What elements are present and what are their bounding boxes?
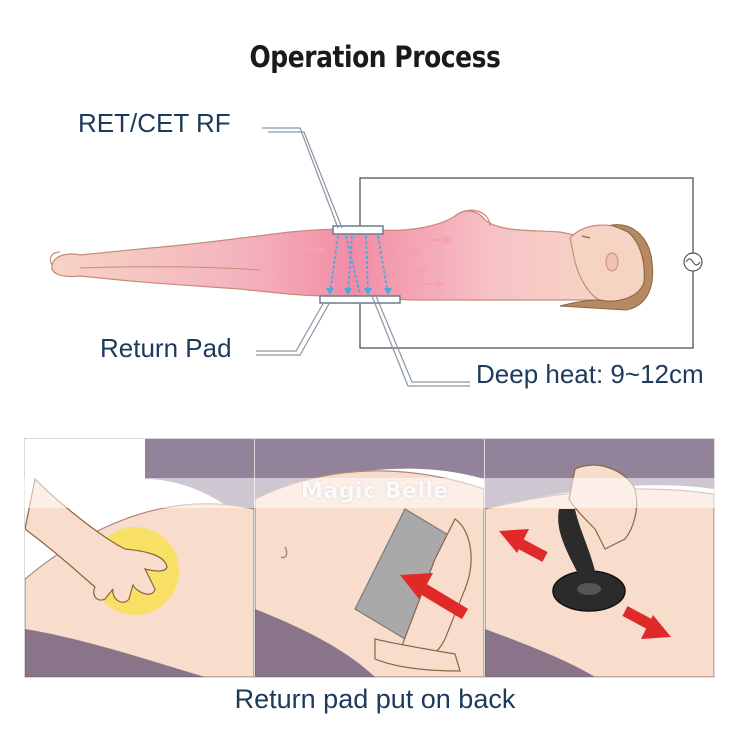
return-pad: [319, 295, 401, 304]
heat-arrows: [270, 235, 452, 289]
step-panel-1: [24, 438, 255, 678]
navel: [280, 546, 288, 559]
page-title: Operation Process: [249, 40, 501, 74]
lying-body: [49, 209, 654, 311]
step-panel-2: [254, 438, 485, 678]
deep-heat-label: Deep heat: 9~12cm: [476, 359, 704, 389]
insert-arrow-icon: [400, 573, 469, 620]
step-panel-3: [484, 438, 715, 678]
bed-cover-lower: [25, 629, 205, 677]
return-pad-label: Return Pad: [100, 333, 232, 363]
rf-electrode: [332, 225, 384, 235]
caption: Return pad put on back: [234, 684, 516, 714]
move-left-arrow-icon: [499, 529, 548, 562]
watermark-band: [0, 478, 750, 508]
hand: [25, 477, 168, 603]
leader-lines: [256, 127, 470, 387]
body-diagram: [49, 127, 703, 387]
watermark: Magic Belle: [301, 479, 449, 504]
handpiece-handle: [558, 509, 597, 579]
ac-sine-icon: [683, 252, 703, 272]
rf-label: RET/CET RF: [78, 108, 231, 138]
move-right-arrow-icon: [622, 606, 671, 639]
hand-lower: [374, 638, 461, 672]
